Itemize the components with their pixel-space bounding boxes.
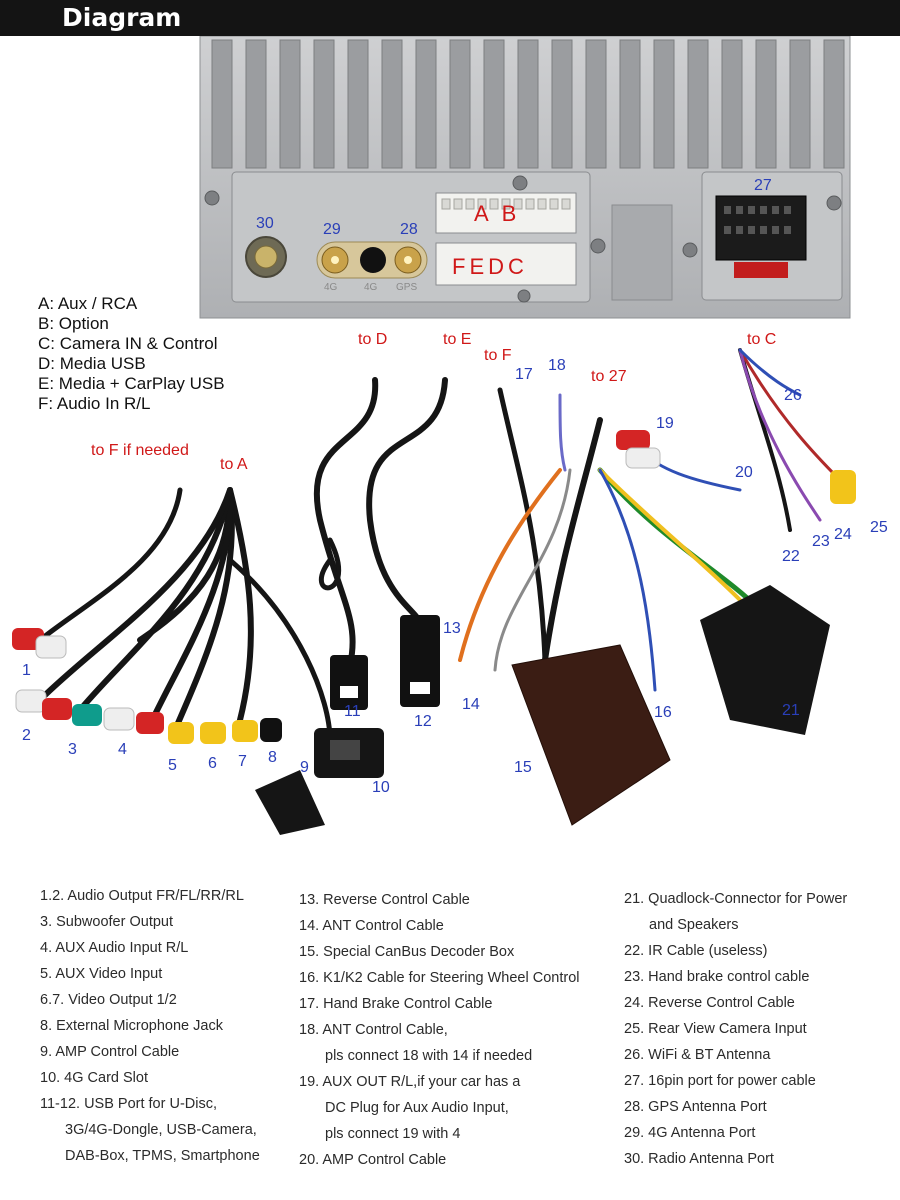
- legend-item: B: Option: [38, 314, 109, 333]
- connector-legend: A: Aux / RCA B: Option C: Camera IN & Co…: [38, 294, 225, 414]
- parts-list-item: 23. Hand brake control cable: [624, 969, 810, 985]
- callout-6: 6: [208, 755, 217, 772]
- parts-list-item-continued: pls connect 19 with 4: [325, 1126, 461, 1142]
- callout-21: 21: [782, 702, 800, 719]
- callout-25: 25: [870, 519, 888, 536]
- legend-item: C: Camera IN & Control: [38, 334, 218, 353]
- callout-16: 16: [654, 704, 672, 721]
- callout-9: 9: [300, 759, 309, 776]
- callout-24: 24: [834, 526, 852, 543]
- parts-list-item: 15. Special CanBus Decoder Box: [299, 944, 515, 960]
- callout-22: 22: [782, 548, 800, 565]
- callout-20: 20: [735, 464, 753, 481]
- parts-list-item-continued: DAB-Box, TPMS, Smartphone: [65, 1148, 260, 1164]
- legend-item: D: Media USB: [38, 354, 146, 373]
- parts-list-item: 5. AUX Video Input: [40, 966, 163, 982]
- parts-list-item: 21. Quadlock-Connector for Power: [624, 891, 848, 907]
- parts-list-item: 30. Radio Antenna Port: [624, 1151, 774, 1167]
- callout-13: 13: [443, 620, 461, 637]
- parts-list-item: 6.7. Video Output 1/2: [40, 992, 177, 1008]
- parts-list-item: 13. Reverse Control Cable: [299, 892, 470, 908]
- callout-3: 3: [68, 741, 77, 758]
- callout-28: 28: [400, 221, 418, 238]
- port-label-gps: GPS: [396, 282, 418, 293]
- parts-list-item: 20. AMP Control Cable: [299, 1152, 447, 1168]
- callout-11: 11: [344, 703, 361, 720]
- callout-17: 17: [515, 366, 533, 383]
- label-to-a: to A: [220, 456, 248, 473]
- parts-list-item: 16. K1/K2 Cable for Steering Wheel Contr…: [299, 970, 580, 986]
- callout-15: 15: [514, 759, 532, 776]
- callout-19: 19: [656, 415, 674, 432]
- parts-list-item: 4. AUX Audio Input R/L: [40, 940, 189, 956]
- port-label-4g-2: 4G: [364, 282, 378, 293]
- parts-list-item: 10. 4G Card Slot: [40, 1070, 148, 1086]
- parts-list-column-1: 1.2. Audio Output FR/FL/RR/RL 3. Subwoof…: [40, 883, 260, 1169]
- callout-18: 18: [548, 357, 566, 374]
- callout-4: 4: [118, 741, 127, 758]
- label-to-f: to F: [484, 347, 512, 364]
- parts-list-item-continued: DC Plug for Aux Audio Input,: [325, 1100, 509, 1116]
- parts-list-item: 19. AUX OUT R/L,if your car has a: [299, 1074, 521, 1090]
- callout-2: 2: [22, 727, 31, 744]
- callout-10: 10: [372, 779, 390, 796]
- parts-list-item-continued: and Speakers: [649, 917, 739, 933]
- label-to-d: to D: [358, 331, 388, 348]
- parts-list-item: 27. 16pin port for power cable: [624, 1073, 816, 1089]
- parts-list-item: 22. IR Cable (useless): [624, 943, 768, 959]
- parts-list-column-3: 21. Quadlock-Connector for Power and Spe…: [624, 886, 847, 1172]
- callout-14: 14: [462, 696, 480, 713]
- label-to-f-if-needed: to F if needed: [91, 442, 189, 459]
- callout-1: 1: [22, 662, 31, 679]
- head-unit-rear: [199, 36, 851, 319]
- parts-list-item: 26. WiFi & BT Antenna: [624, 1047, 771, 1063]
- legend-item: A: Aux / RCA: [38, 294, 138, 313]
- parts-list-item: 24. Reverse Control Cable: [624, 995, 795, 1011]
- cable-harness: [37, 348, 842, 743]
- page-title: Diagram: [62, 3, 182, 32]
- callout-27: 27: [754, 177, 772, 194]
- legend-item: F: Audio In R/L: [38, 394, 151, 413]
- connector-fedc-label: FEDC: [452, 254, 528, 279]
- parts-list-item: 18. ANT Control Cable,: [299, 1022, 448, 1038]
- connector-ab-label: A B: [474, 201, 521, 226]
- port-label-4g-1: 4G: [324, 282, 338, 293]
- callout-5: 5: [168, 757, 177, 774]
- parts-list-column-2: 13. Reverse Control Cable 14. ANT Contro…: [299, 887, 579, 1173]
- parts-list-item: 8. External Microphone Jack: [40, 1018, 223, 1034]
- wiring-diagram-illustration: [12, 36, 856, 835]
- callout-29: 29: [323, 221, 341, 238]
- callout-8: 8: [268, 749, 277, 766]
- label-to-27: to 27: [591, 368, 627, 385]
- callout-7: 7: [238, 753, 247, 770]
- parts-list-item: 17. Hand Brake Control Cable: [299, 996, 493, 1012]
- parts-list-item: 14. ANT Control Cable: [299, 918, 444, 934]
- parts-list-item: 9. AMP Control Cable: [40, 1044, 180, 1060]
- parts-list-item: 11-12. USB Port for U-Disc,: [40, 1096, 218, 1112]
- callout-12: 12: [414, 713, 432, 730]
- parts-list-item-continued: 3G/4G-Dongle, USB-Camera,: [65, 1122, 257, 1138]
- usb-and-accessories: [255, 585, 830, 835]
- parts-list-item: 25. Rear View Camera Input: [624, 1021, 807, 1037]
- parts-list-item: 3. Subwoofer Output: [40, 914, 173, 930]
- parts-list-item-continued: pls connect 18 with 14 if needed: [325, 1048, 533, 1064]
- page-header: Diagram: [0, 0, 900, 36]
- label-to-c: to C: [747, 331, 777, 348]
- callout-23: 23: [812, 533, 830, 550]
- parts-list-item: 29. 4G Antenna Port: [624, 1125, 756, 1141]
- parts-list-item: 1.2. Audio Output FR/FL/RR/RL: [40, 888, 244, 904]
- label-to-e: to E: [443, 331, 472, 348]
- callout-30: 30: [256, 215, 274, 232]
- rca-plugs: [12, 430, 856, 744]
- callout-26: 26: [784, 387, 802, 404]
- legend-item: E: Media + CarPlay USB: [38, 374, 225, 393]
- parts-list-item: 28. GPS Antenna Port: [624, 1099, 767, 1115]
